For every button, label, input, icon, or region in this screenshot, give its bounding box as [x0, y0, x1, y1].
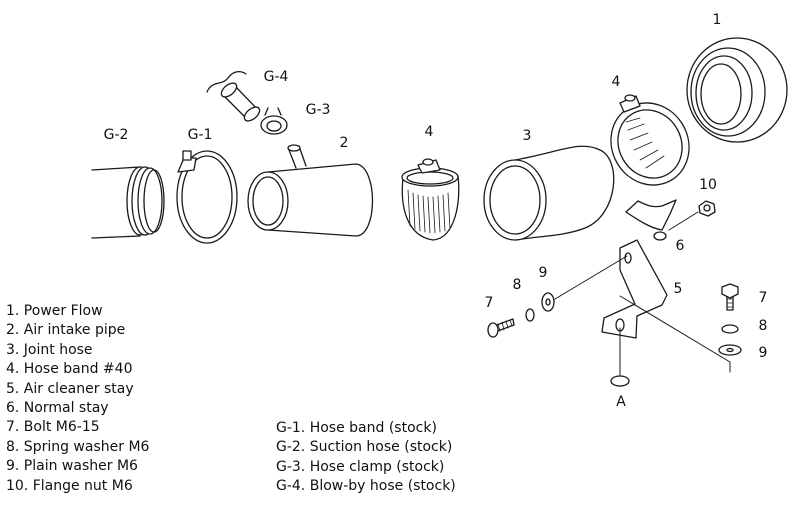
normal-stay	[625, 199, 677, 241]
legend-item-8: 8. Spring washer M6	[6, 438, 150, 455]
legend-item-g1: G-1. Hose band (stock)	[276, 420, 437, 436]
legend-item-g2: G-2. Suction hose (stock)	[276, 439, 453, 456]
callout-2: 2	[340, 135, 349, 151]
legend-item-g4: G-4. Blow-by hose (stock)	[276, 478, 456, 495]
joint-hose	[483, 145, 615, 241]
legend-item-g3: G-3. Hose clamp (stock)	[276, 458, 445, 475]
plain-washer-9-left	[541, 292, 555, 312]
hose-band-4-right	[610, 94, 690, 186]
air-cleaner-stay	[601, 239, 668, 339]
mounting-point-a	[610, 375, 630, 387]
bolt-7-left	[487, 318, 515, 338]
callout-a: A	[616, 394, 626, 410]
callout-g3: G-3	[306, 102, 331, 118]
hose-band-g1	[176, 150, 238, 244]
callout-9-left: 9	[539, 265, 548, 281]
plain-washer-9-right	[718, 344, 742, 356]
stock-parts-legend: G-1. Hose band (stock) G-2. Suction hose…	[276, 419, 456, 497]
callout-1: 1	[713, 12, 722, 28]
legend-item-4: 4. Hose band #40	[6, 361, 133, 378]
bolt-7-right	[721, 283, 739, 311]
air-intake-pipe	[247, 144, 374, 237]
blow-by-hose-g4	[206, 71, 261, 122]
callout-g4: G-4	[264, 69, 289, 85]
callout-8-left: 8	[513, 277, 522, 293]
callout-8-right: 8	[759, 318, 768, 334]
spring-washer-8-left	[525, 308, 535, 322]
callout-7-left: 7	[485, 295, 494, 311]
power-flow-filter	[686, 37, 788, 143]
legend-item-9: 9. Plain washer M6	[6, 458, 138, 475]
legend-item-5: 5. Air cleaner stay	[6, 380, 134, 397]
legend-item-3: 3. Joint hose	[6, 341, 93, 358]
callout-4-right: 4	[612, 74, 621, 90]
legend-item-10: 10. Flange nut M6	[6, 477, 133, 494]
hose-band-4-middle	[401, 158, 460, 241]
suction-hose-g2	[91, 166, 165, 239]
callout-g1: G-1	[188, 127, 213, 143]
flange-nut	[698, 200, 716, 217]
legend-item-7: 7. Bolt M6-15	[6, 419, 100, 436]
parts-legend: 1. Power Flow 2. Air intake pipe 3. Join…	[6, 302, 149, 496]
callout-5: 5	[674, 281, 683, 297]
callout-3: 3	[523, 128, 532, 144]
callout-4-middle: 4	[425, 124, 434, 140]
callout-10: 10	[699, 177, 717, 193]
hose-clamp-g3	[260, 107, 288, 135]
legend-item-2: 2. Air intake pipe	[6, 322, 126, 339]
callout-6: 6	[676, 238, 685, 254]
callout-7-right: 7	[759, 290, 768, 306]
callout-9-right: 9	[759, 345, 768, 361]
spring-washer-8-right	[721, 324, 739, 334]
legend-item-1: 1. Power Flow	[6, 303, 103, 319]
assembly-lines	[554, 211, 731, 377]
legend-item-6: 6. Normal stay	[6, 400, 109, 417]
callout-g2: G-2	[104, 127, 129, 143]
